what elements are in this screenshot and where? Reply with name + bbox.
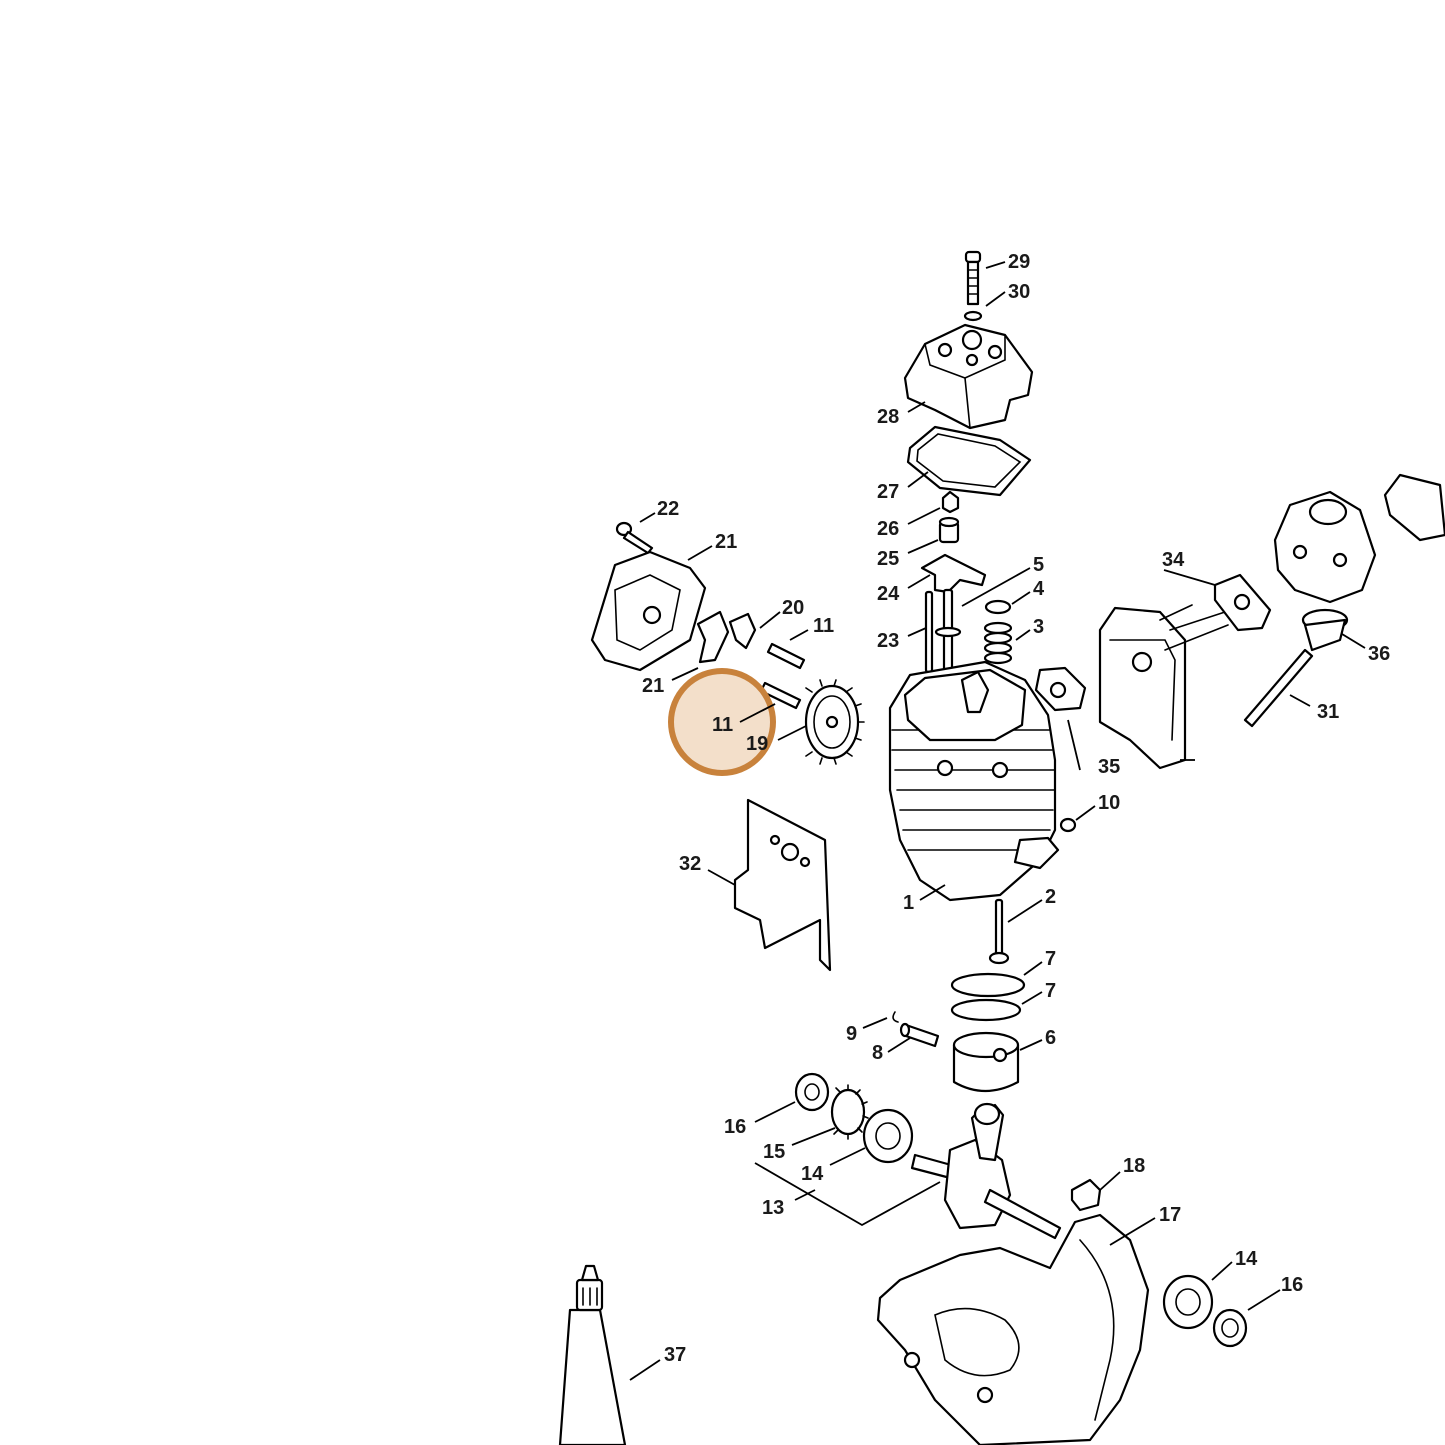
callout-6: 6 [1045,1027,1056,1049]
crankshaft-part[interactable] [910,1102,1062,1240]
callout-14: 14 [801,1163,824,1185]
heat-shield-part[interactable] [733,798,832,972]
callout-36: 36 [1368,643,1390,665]
oil-seal-part[interactable] [1212,1308,1248,1348]
callout-26: 26 [877,518,899,540]
valve-part[interactable] [988,898,1010,965]
gasket-part[interactable] [1383,473,1445,542]
gasket-part[interactable] [1213,573,1272,632]
callout-34: 34 [1162,549,1185,571]
callout-4: 4 [1033,578,1045,600]
grease-tube-part[interactable] [558,1264,627,1445]
callout-37: 37 [664,1344,686,1366]
callout-28: 28 [877,406,899,428]
callout-7: 7 [1045,948,1056,970]
callout-3: 3 [1033,616,1044,638]
shaft-pin-part[interactable] [766,642,806,670]
callout-9: 9 [846,1023,857,1045]
fitting-part[interactable] [1301,608,1349,652]
callout-16: 16 [724,1116,746,1138]
circlip-part[interactable] [892,1011,899,1023]
cam-gear-part[interactable] [804,679,865,765]
callout-25: 25 [877,548,899,570]
callout-7b: 7 [1045,980,1056,1002]
piston-pin-part[interactable] [899,1022,940,1048]
callout-5: 5 [1033,554,1044,576]
carburetor-part[interactable] [1273,490,1377,604]
cylinder-part[interactable] [888,660,1060,902]
rocker-lever-part[interactable] [696,610,730,664]
callout-8: 8 [872,1042,883,1064]
rocker-lever-part[interactable] [728,612,757,650]
callout-31: 31 [1317,701,1339,723]
gear-part[interactable] [830,1084,869,1140]
callout-22: 22 [657,498,679,520]
bracket-part[interactable] [1070,1178,1102,1212]
screw-part[interactable] [964,250,982,306]
callout-16b: 16 [1281,1274,1303,1296]
callout-11: 11 [813,615,834,637]
callout-13: 13 [762,1197,784,1219]
stud-part[interactable] [934,588,962,672]
spacer-part[interactable] [938,516,960,544]
piston-ring-part[interactable] [950,998,1022,1022]
impulse-hose-part[interactable] [1243,648,1314,728]
ball-bearing-part[interactable] [862,1108,914,1164]
valve-spring-part[interactable] [983,621,1013,665]
callout-labels: 29 30 28 27 26 25 24 23 5 4 3 10 1 2 7 7… [642,251,1390,1366]
callout-10: 10 [1098,792,1120,814]
callout-20b: 21 [642,675,664,697]
callout-19: 19 [746,733,768,755]
callout-21: 21 [715,531,737,553]
nut-part[interactable] [941,490,960,514]
callout-1: 1 [903,892,914,914]
callout-15: 15 [763,1141,785,1163]
callout-27: 27 [877,481,899,503]
callout-17: 17 [1159,1204,1181,1226]
piston-ring-part[interactable] [950,972,1026,998]
callout-18: 18 [1123,1155,1145,1177]
intake-manifold-part[interactable] [1098,604,1229,770]
valve-cover-part[interactable] [903,323,1034,430]
callout-20: 20 [782,597,804,619]
callout-11-highlighted: 11 [712,714,733,736]
highlight-marker[interactable] [668,668,776,776]
gear-cover-part[interactable] [590,550,707,672]
ball-bearing-part[interactable] [1162,1274,1214,1330]
callout-30: 30 [1008,281,1030,303]
leader-lines [629,261,1366,1381]
callout-32: 32 [679,853,701,875]
callout-24: 24 [877,583,900,605]
piston-part[interactable] [952,1031,1020,1092]
gasket-part[interactable] [1034,666,1087,712]
callout-14b: 14 [1235,1248,1258,1270]
callout-23: 23 [877,630,899,652]
callout-2: 2 [1045,886,1056,908]
callout-29: 29 [1008,251,1030,273]
spring-retainer-part[interactable] [984,599,1012,615]
ball-bearing-part[interactable] [794,1072,830,1112]
nut-part[interactable] [1059,817,1077,833]
screw-part[interactable] [615,521,654,555]
push-rod-part[interactable] [924,590,934,674]
crankcase-part[interactable] [876,1213,1150,1445]
callout-35: 35 [1098,756,1120,778]
washer-part[interactable] [963,310,983,322]
rocker-arm-part[interactable] [920,553,987,594]
